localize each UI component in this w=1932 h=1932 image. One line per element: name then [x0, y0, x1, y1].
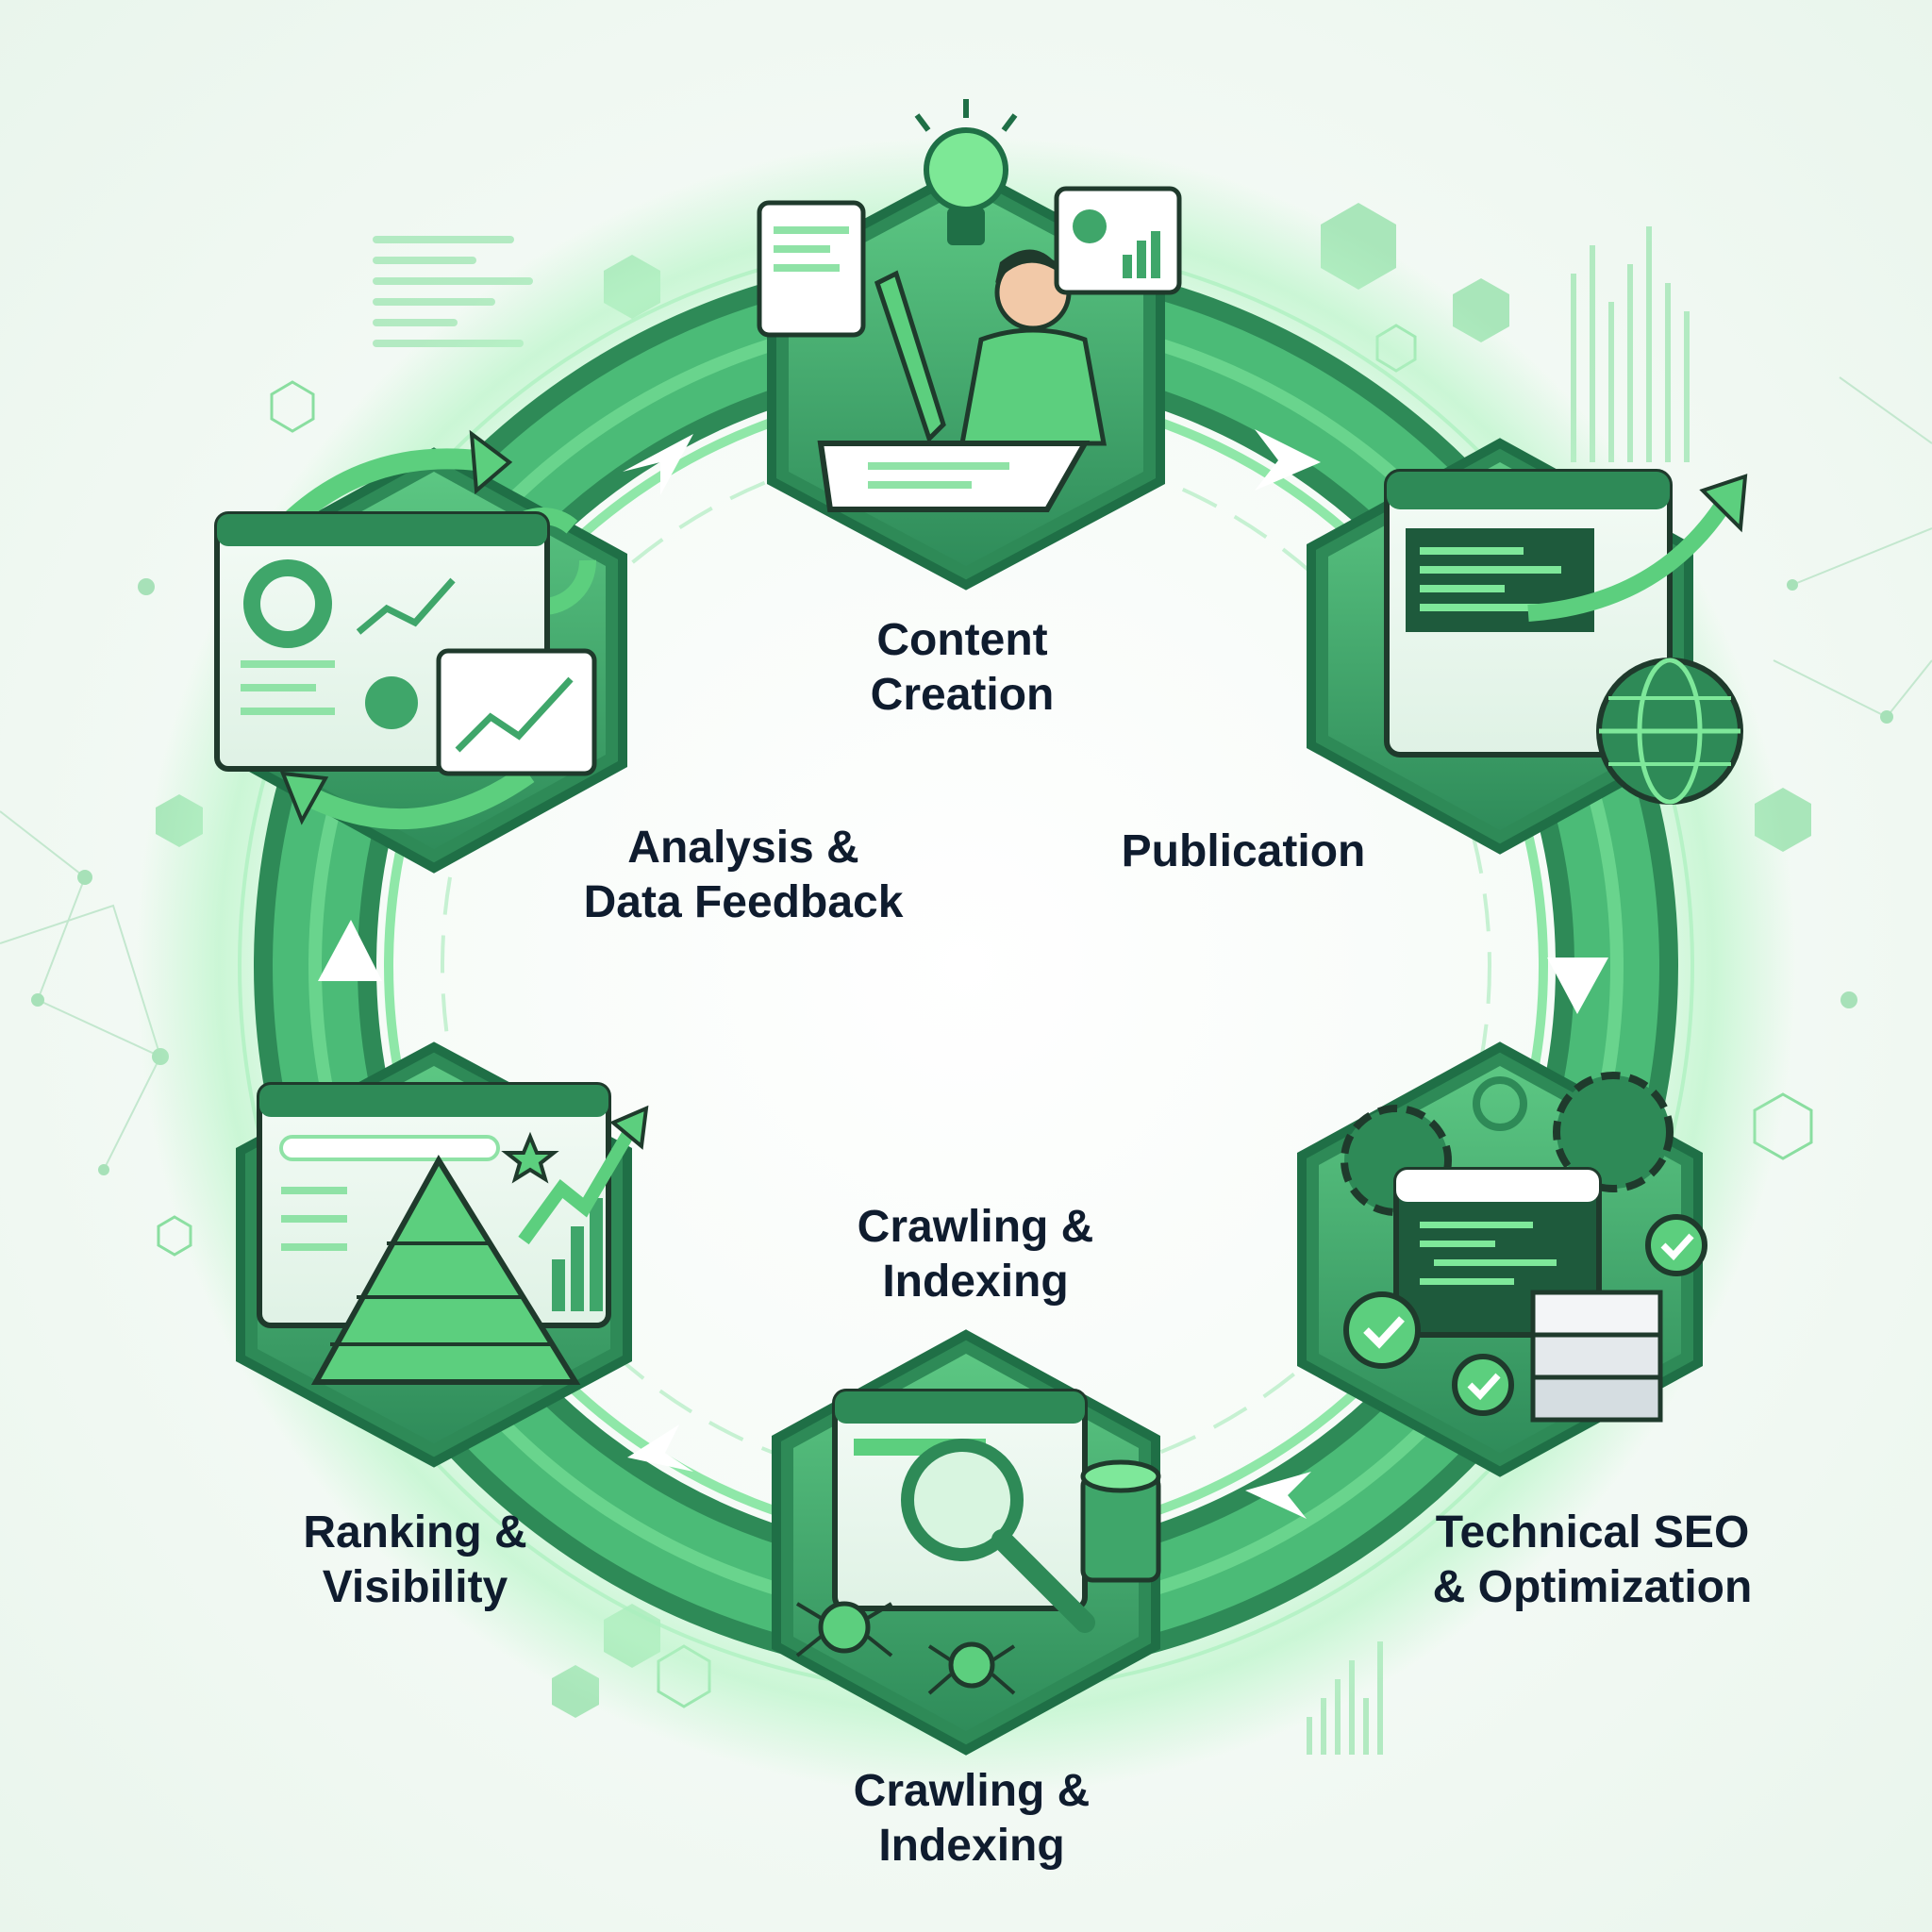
- label-analysis-feedback-line1: Analysis &: [627, 823, 859, 873]
- label-content-creation: Content Creation: [871, 613, 1055, 723]
- label-content-creation-line1: Content: [876, 615, 1048, 665]
- label-crawling-indexing: Crawling & Indexing: [854, 1764, 1091, 1874]
- label-technical-seo: Technical SEO & Optimization: [1433, 1506, 1753, 1615]
- server-stack-icon: [1530, 1290, 1663, 1423]
- growth-chart-card-icon: [436, 648, 597, 776]
- lightbulb-icon: [914, 99, 1018, 245]
- label-analysis-feedback: Analysis & Data Feedback: [584, 821, 904, 930]
- flow-arrow-bottom-left: [627, 1424, 693, 1472]
- label-ranking-visibility: Ranking & Visibility: [303, 1506, 526, 1615]
- label-crawling-indexing-line1: Crawling &: [853, 1766, 1091, 1816]
- step-publication-hex: [1307, 438, 1748, 855]
- label-ranking-visibility-line2: Visibility: [322, 1562, 508, 1612]
- label-inner-crawling-indexing: Crawling & Indexing: [858, 1200, 1094, 1309]
- pen-icon: [874, 270, 946, 443]
- label-publication-line1: Publication: [1121, 826, 1366, 876]
- flow-arrow-top-left: [623, 434, 693, 495]
- flow-arrow-left: [318, 920, 382, 981]
- chart-card-right-icon: [1054, 186, 1182, 295]
- trend-up-arrow-icon: [518, 1105, 649, 1245]
- gear-icon: [1341, 1072, 1674, 1216]
- spider-bot-icon: [795, 1601, 1016, 1695]
- writer-person-icon: [959, 249, 1107, 446]
- flow-arrow-right: [1547, 958, 1608, 1014]
- star-icon: [501, 1131, 559, 1184]
- label-inner-line2: Indexing: [882, 1257, 1069, 1307]
- step-ranking-visibility-hex: [236, 1041, 649, 1468]
- label-ranking-visibility-line1: Ranking &: [303, 1507, 527, 1557]
- label-inner-line1: Crawling &: [857, 1202, 1094, 1252]
- globe-icon: [1596, 658, 1743, 805]
- label-analysis-feedback-line2: Data Feedback: [583, 877, 904, 927]
- database-icon: [1080, 1459, 1161, 1583]
- label-technical-seo-line2: & Optimization: [1432, 1562, 1753, 1612]
- flow-arrow-top-right: [1255, 429, 1321, 491]
- note-card-left-icon: [757, 200, 866, 338]
- tablet-icon: [817, 441, 1091, 512]
- magnifying-glass-icon: [901, 1439, 1095, 1633]
- flow-arrow-bottom-right: [1245, 1472, 1311, 1519]
- code-browser-window-icon: [1384, 469, 1673, 758]
- label-content-creation-line2: Creation: [870, 670, 1055, 720]
- checkmark-badge-icon: [1343, 1214, 1707, 1416]
- step-analysis-feedback-hex: [214, 429, 627, 874]
- step-content-creation-hex: [757, 99, 1182, 591]
- pyramid-icon: [310, 1155, 581, 1385]
- step-technical-seo-hex: [1297, 1041, 1707, 1477]
- upward-trend-arrow-icon: [1527, 474, 1748, 622]
- label-crawling-indexing-line2: Indexing: [878, 1821, 1065, 1871]
- label-technical-seo-line1: Technical SEO: [1435, 1507, 1750, 1557]
- step-crawling-indexing-hex: [772, 1329, 1161, 1756]
- label-publication: Publication: [1122, 824, 1366, 879]
